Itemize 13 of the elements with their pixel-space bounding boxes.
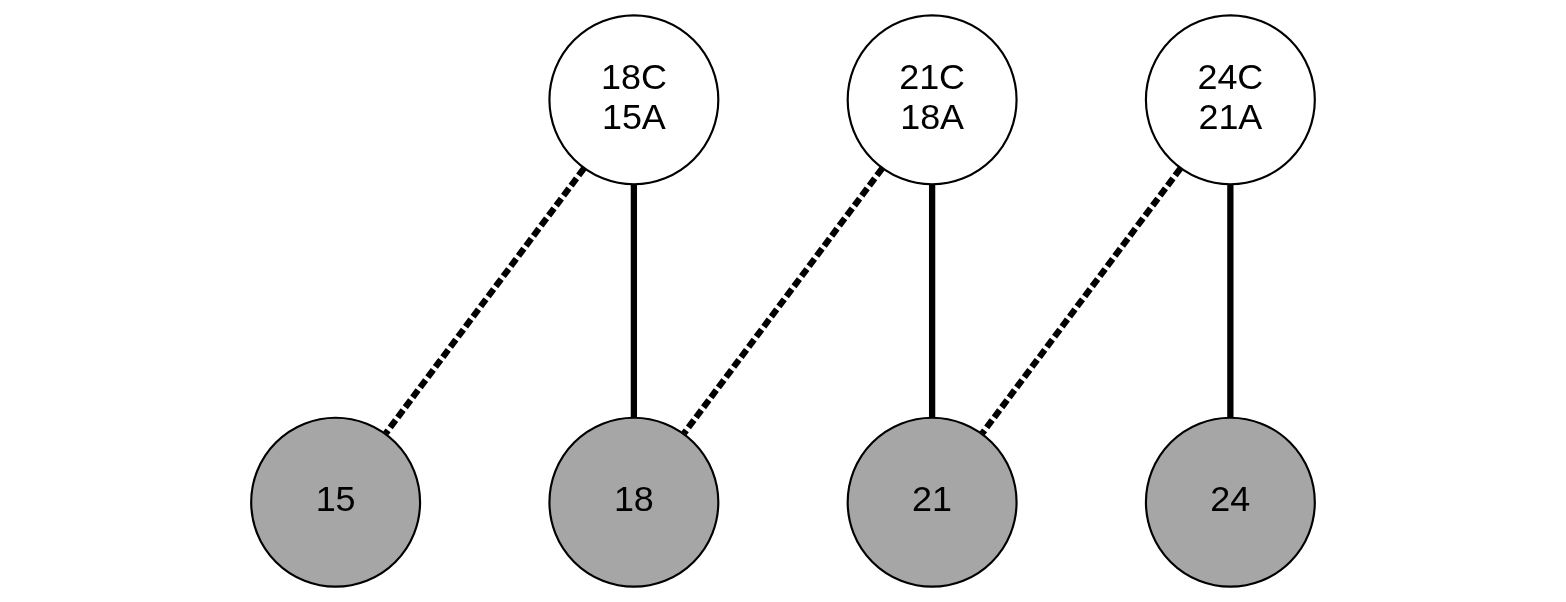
connector <box>1227 184 1234 418</box>
node-circle: 18 <box>548 416 720 588</box>
node-circle: 21C 18A <box>846 14 1018 186</box>
node-circle: 15 <box>250 416 422 588</box>
connector <box>383 166 587 436</box>
connector <box>928 184 936 418</box>
connector <box>681 166 885 436</box>
node-circle: 21 <box>846 416 1018 588</box>
connector <box>979 166 1183 436</box>
connector <box>630 184 638 418</box>
node-circle: 18C 15A <box>548 14 720 186</box>
node-circle: 24 <box>1144 416 1316 588</box>
node-circle: 24C 21A <box>1144 14 1316 186</box>
